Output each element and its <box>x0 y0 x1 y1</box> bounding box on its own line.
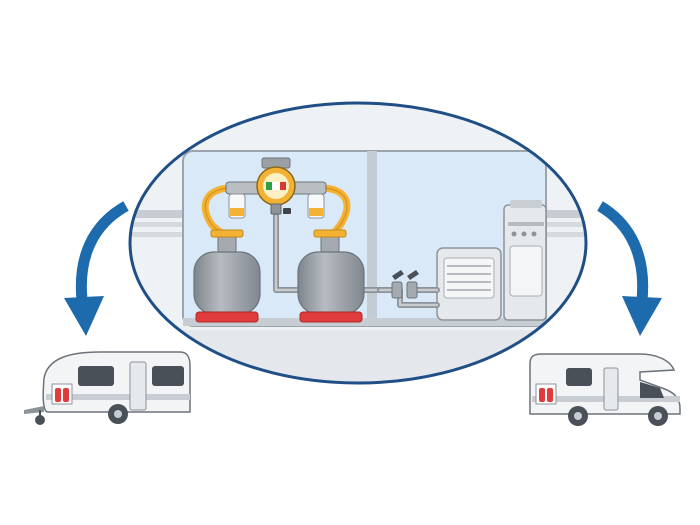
shutoff-valves <box>391 270 419 299</box>
arrow-right-icon <box>597 201 662 336</box>
gas-cylinder-left-icon <box>193 229 261 323</box>
arrow-left-icon <box>64 201 129 336</box>
cooker-icon <box>503 200 547 321</box>
changeover-regulator-icon <box>225 157 327 219</box>
caravan-icon <box>24 351 191 425</box>
heater-icon <box>436 247 502 321</box>
indicator-red <box>280 182 286 190</box>
indicator-green <box>266 182 272 190</box>
motorhome-icon <box>529 353 681 426</box>
gas-cylinder-right-icon <box>297 229 365 323</box>
indicator-white <box>272 182 280 190</box>
